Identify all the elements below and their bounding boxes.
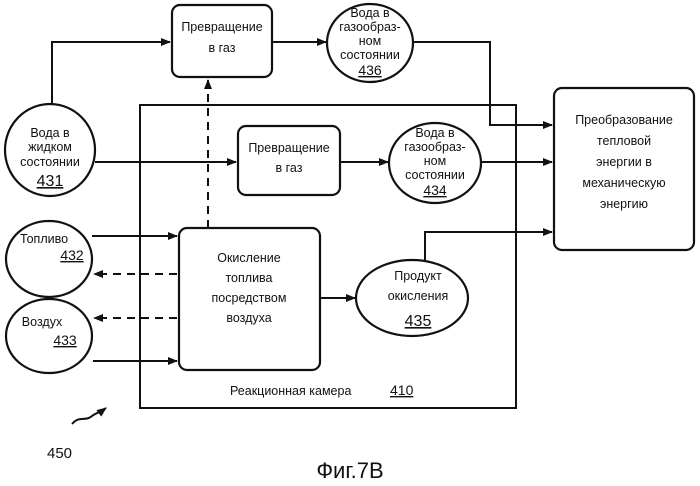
- svg-text:энергии в: энергии в: [596, 155, 652, 169]
- svg-text:433: 433: [53, 332, 77, 348]
- svg-text:состоянии: состоянии: [20, 155, 80, 169]
- svg-text:жидком: жидком: [28, 140, 72, 154]
- svg-text:газообраз-: газообраз-: [404, 140, 465, 154]
- arrow-431-to-top-gasify: [52, 42, 170, 103]
- svg-text:посредством: посредством: [212, 291, 287, 305]
- converter-box: Преобразование тепловой энергии в механи…: [554, 88, 694, 250]
- svg-text:Вода в: Вода в: [30, 126, 70, 140]
- svg-text:состоянии: состоянии: [340, 48, 400, 62]
- svg-text:Окисление: Окисление: [217, 251, 281, 265]
- svg-text:Продукт: Продукт: [394, 269, 442, 283]
- svg-text:432: 432: [60, 247, 84, 263]
- svg-text:воздуха: воздуха: [226, 311, 271, 325]
- svg-text:Вода в: Вода в: [350, 6, 390, 20]
- svg-text:ном: ном: [359, 34, 381, 48]
- svg-text:Превращение: Превращение: [181, 20, 262, 34]
- system-ref: 450: [47, 445, 72, 462]
- chamber-label: Реакционная камера: [230, 384, 351, 398]
- svg-text:435: 435: [405, 313, 432, 330]
- svg-text:434: 434: [423, 182, 447, 198]
- steam-node-436: Вода в газообраз- ном состоянии 436: [327, 4, 413, 82]
- steam-node-434: Вода в газообраз- ном состоянии 434: [389, 123, 481, 203]
- fuel-node-432: Топливо 432: [6, 221, 92, 297]
- svg-text:431: 431: [37, 173, 64, 190]
- svg-text:энергию: энергию: [600, 197, 648, 211]
- figure-caption: Фиг.7B: [316, 458, 383, 483]
- svg-text:топлива: топлива: [225, 271, 272, 285]
- air-node-433: Воздух 433: [6, 299, 92, 373]
- gasify-box-inner: Превращение в газ: [238, 126, 340, 195]
- svg-text:Вода в: Вода в: [415, 126, 455, 140]
- water-node-431: Вода в жидком состоянии 431: [5, 104, 95, 196]
- arrow-435-to-converter: [425, 232, 552, 261]
- svg-text:в газ: в газ: [209, 41, 236, 55]
- svg-text:окисления: окисления: [388, 289, 449, 303]
- svg-text:Воздух: Воздух: [22, 315, 63, 329]
- svg-text:Преобразование: Преобразование: [575, 113, 673, 127]
- svg-text:в газ: в газ: [276, 161, 303, 175]
- svg-text:Превращение: Превращение: [248, 141, 329, 155]
- svg-text:436: 436: [358, 62, 382, 78]
- svg-text:тепловой: тепловой: [597, 134, 651, 148]
- svg-text:Топливо: Топливо: [20, 232, 68, 246]
- svg-text:ном: ном: [424, 154, 446, 168]
- svg-text:механическую: механическую: [582, 176, 665, 190]
- svg-text:газообраз-: газообраз-: [339, 20, 400, 34]
- product-node-435: Продукт окисления 435: [356, 260, 468, 336]
- gasify-box-top: Превращение в газ: [172, 5, 272, 77]
- svg-text:состоянии: состоянии: [405, 168, 465, 182]
- squiggle-arrow-450: [72, 408, 106, 424]
- chamber-ref: 410: [390, 382, 414, 398]
- arrow-436-to-converter: [413, 42, 552, 125]
- oxidation-box: Окисление топлива посредством воздуха: [179, 228, 320, 370]
